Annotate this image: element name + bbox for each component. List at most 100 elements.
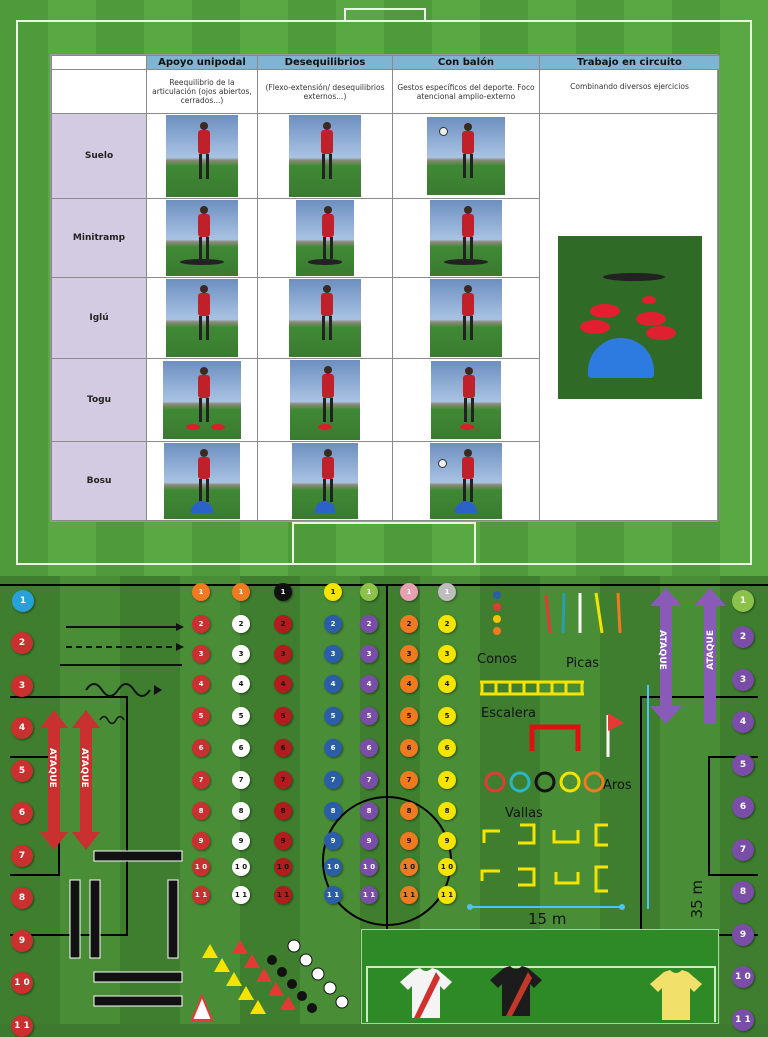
number-chip: 3 bbox=[232, 645, 250, 663]
header-circuito: Trabajo en circuito bbox=[539, 55, 720, 70]
goal-icon bbox=[529, 724, 581, 751]
ataque-arrow bbox=[694, 588, 726, 724]
number-chip: 6 bbox=[438, 739, 456, 757]
cone-icon bbox=[190, 993, 214, 1021]
number-chip: 6 bbox=[11, 802, 33, 824]
legend-picas: Picas bbox=[566, 656, 600, 671]
number-chip: 2 bbox=[438, 615, 456, 633]
cone-icon bbox=[232, 940, 248, 954]
number-chip: 9 bbox=[274, 832, 292, 850]
number-chip: 3 bbox=[11, 674, 33, 697]
exercise-photo bbox=[289, 279, 361, 357]
pica-icon bbox=[561, 592, 566, 634]
number-chip: 1 bbox=[12, 590, 34, 612]
row-label-suelo: Suelo bbox=[51, 112, 147, 200]
penalty-area-left bbox=[10, 696, 128, 936]
number-chip: 1 0 bbox=[732, 966, 754, 988]
number-chip: 1 0 bbox=[360, 858, 378, 876]
number-chip: 6 bbox=[232, 739, 250, 757]
number-chip: 3 bbox=[360, 645, 378, 663]
ball-icon bbox=[287, 939, 301, 953]
number-chip: 7 bbox=[360, 771, 378, 789]
exercise-photo bbox=[292, 443, 358, 520]
number-chip: 9 bbox=[438, 832, 456, 850]
number-chip: 5 bbox=[274, 707, 292, 725]
number-chip: 4 bbox=[192, 675, 210, 693]
number-chip: 7 bbox=[192, 771, 210, 789]
pica-icon bbox=[616, 592, 622, 634]
pica-icon bbox=[594, 592, 604, 634]
exercise-photo bbox=[163, 361, 241, 440]
exercise-photo bbox=[166, 200, 238, 277]
number-chip: 1 bbox=[192, 583, 210, 601]
number-chip: 1 0 bbox=[11, 972, 33, 994]
number-chip: 3 bbox=[400, 645, 418, 663]
width-label: 15 m bbox=[528, 910, 567, 928]
number-chip: 4 bbox=[232, 675, 250, 693]
marker-icon bbox=[267, 955, 277, 965]
number-chip: 5 bbox=[732, 753, 754, 776]
pitch-line bbox=[16, 20, 752, 22]
exercise-photo bbox=[430, 200, 502, 277]
ring-icon bbox=[559, 771, 581, 793]
number-chip: 1 bbox=[732, 590, 754, 612]
ataque-label: ATAQUE bbox=[47, 748, 57, 788]
exercise-photo bbox=[289, 115, 361, 198]
number-chip: 1 1 bbox=[360, 886, 378, 904]
cone-icon bbox=[493, 627, 501, 635]
number-chip: 1 0 bbox=[232, 858, 250, 876]
number-chip: 7 bbox=[274, 771, 292, 789]
number-chip: 5 bbox=[11, 759, 33, 782]
number-chip: 2 bbox=[274, 615, 292, 633]
barrier-icon bbox=[93, 971, 183, 983]
number-chip: 1 1 bbox=[732, 1008, 754, 1031]
ataque-arrow bbox=[72, 710, 100, 850]
row-label-bosu: Bosu bbox=[51, 441, 147, 521]
header-apoyo: Apoyo unipodal bbox=[146, 55, 258, 70]
ataque-label: ATAQUE bbox=[657, 630, 667, 670]
cone-icon bbox=[202, 944, 218, 958]
number-chip: 7 bbox=[438, 771, 456, 789]
number-chip: 1 bbox=[400, 583, 418, 601]
pitch-line bbox=[16, 20, 18, 565]
legend-escalera: Escalera bbox=[481, 706, 537, 721]
number-chip: 3 bbox=[732, 668, 754, 691]
cone-icon bbox=[493, 603, 501, 611]
legend-aros: Aros bbox=[603, 778, 632, 793]
ring-icon bbox=[583, 771, 605, 793]
number-chip: 2 bbox=[732, 626, 754, 648]
number-chip: 8 bbox=[360, 802, 378, 820]
number-chip: 1 0 bbox=[438, 858, 456, 876]
ataque-arrow bbox=[650, 588, 682, 724]
row-label-togu: Togu bbox=[51, 357, 147, 443]
number-chip: 8 bbox=[11, 887, 33, 909]
number-chip: 5 bbox=[360, 707, 378, 725]
pica-icon bbox=[544, 594, 552, 634]
empty-cell bbox=[51, 69, 147, 114]
number-chip: 9 bbox=[324, 832, 342, 850]
exercise-photo bbox=[290, 360, 360, 441]
black-shirt-icon bbox=[490, 966, 542, 1016]
number-chip: 6 bbox=[324, 739, 342, 757]
number-chip: 5 bbox=[324, 707, 342, 725]
exercise-photo bbox=[296, 200, 354, 277]
ring-icon bbox=[484, 771, 506, 793]
subheader-circuito: Combinando diversos ejercicios bbox=[539, 69, 720, 114]
cone-icon bbox=[493, 615, 501, 623]
barrier-icon bbox=[93, 850, 183, 862]
pitch-line bbox=[0, 584, 768, 586]
number-chip: 9 bbox=[732, 923, 754, 946]
number-chip: 1 1 bbox=[11, 1014, 33, 1037]
row-label-iglu: Iglú bbox=[51, 277, 147, 359]
number-chip: 2 bbox=[232, 615, 250, 633]
number-chip: 8 bbox=[732, 881, 754, 903]
number-chip: 8 bbox=[274, 802, 292, 820]
number-chip: 1 0 bbox=[324, 858, 342, 876]
goal-box bbox=[344, 8, 426, 20]
number-chip: 1 bbox=[274, 583, 292, 601]
number-chip: 1 bbox=[232, 583, 250, 601]
pitch-line bbox=[16, 563, 752, 565]
number-chip: 3 bbox=[438, 645, 456, 663]
movement-arrows bbox=[60, 623, 184, 725]
